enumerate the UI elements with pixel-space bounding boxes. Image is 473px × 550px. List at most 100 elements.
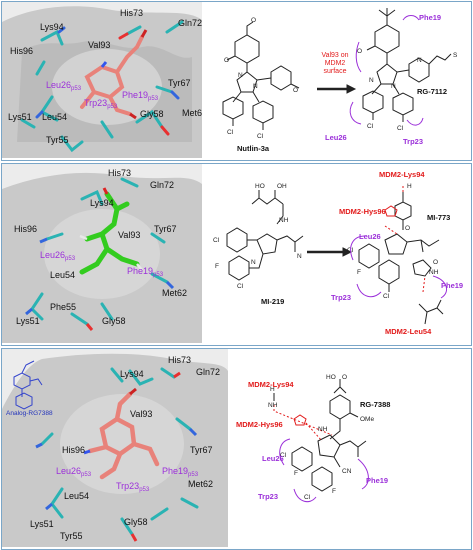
- compound-rg-7112: RG-7112: [417, 87, 447, 96]
- p53-residue-label: Phe19p53: [122, 90, 159, 102]
- svg-text:F: F: [332, 488, 336, 495]
- residue-label: His96: [10, 46, 33, 56]
- residue-label: Lys94: [40, 22, 64, 32]
- svg-text:N: N: [417, 57, 422, 64]
- pocket-label: Trp23: [331, 293, 351, 302]
- svg-text:O: O: [357, 48, 362, 55]
- svg-text:Cl: Cl: [257, 133, 264, 140]
- p53-residue-label: Phe19p53: [127, 266, 164, 278]
- svg-text:OMe: OMe: [360, 416, 374, 423]
- annotation-line: MDM2: [325, 60, 346, 67]
- svg-text:S: S: [453, 52, 458, 59]
- residue-label: Gly58: [124, 517, 148, 527]
- svg-text:Cl: Cl: [227, 129, 234, 136]
- compound-rg-7388: RG-7388: [360, 400, 390, 409]
- residue-label: Lys51: [30, 519, 54, 529]
- svg-text:H: H: [407, 183, 412, 190]
- panel-b-structure: His73 Gln72 Lys94 His96 Val93 Tyr67 Leu5…: [2, 164, 202, 343]
- residue-label: Lys94: [90, 198, 114, 208]
- svg-text:N: N: [391, 83, 396, 90]
- svg-text:O: O: [405, 225, 410, 232]
- svg-text:Cl: Cl: [280, 452, 287, 459]
- residue-label: Leu54: [42, 112, 67, 122]
- p53-residue-label: Leu26p53: [56, 466, 92, 478]
- svg-text:NH: NH: [279, 217, 289, 224]
- svg-text:CN: CN: [342, 468, 352, 475]
- svg-text:F: F: [294, 470, 298, 477]
- annotation-line: surface: [324, 68, 347, 75]
- mdm2-label: MDM2-Lys94: [248, 380, 294, 389]
- residue-label: Gly58: [102, 316, 126, 326]
- pocket-label: Phe19: [366, 476, 388, 485]
- compound-mi-773: MI-773: [427, 213, 450, 222]
- residue-label: Met62: [162, 288, 187, 298]
- svg-text:Cl: Cl: [213, 237, 220, 244]
- svg-text:O: O: [433, 259, 438, 266]
- svg-text:HO: HO: [255, 183, 265, 190]
- mdm2-label: MDM2-Lys94: [379, 170, 425, 179]
- panel-c: C. Analog-RG7388 Lys94 His73 Gln72 Val93…: [1, 348, 472, 550]
- pocket-label: Leu26: [359, 232, 381, 241]
- svg-text:N: N: [251, 259, 256, 266]
- p53-residue-label: Trp23p53: [116, 481, 150, 493]
- svg-text:Cl: Cl: [237, 283, 244, 290]
- residue-label: Lys51: [8, 112, 32, 122]
- residue-label: Tyr67: [154, 224, 177, 234]
- mdm2-label: MDM2-Leu54: [385, 327, 432, 336]
- residue-label: Leu54: [50, 270, 75, 280]
- mdm2-label: MDM2-Hys96: [236, 420, 283, 429]
- residue-label: His96: [14, 224, 37, 234]
- residue-label: Tyr55: [60, 531, 83, 541]
- svg-text:Cl: Cl: [383, 293, 390, 300]
- residue-label: Val93: [88, 40, 110, 50]
- residue-label: Phe55: [50, 302, 76, 312]
- pocket-label: Phe19: [441, 281, 463, 290]
- svg-text:Cl: Cl: [397, 125, 404, 132]
- residue-label: Met62: [188, 479, 213, 489]
- residue-label: Gln72: [178, 18, 202, 28]
- residue-label: Tyr67: [168, 78, 191, 88]
- residue-label: Lys94: [120, 369, 144, 379]
- svg-text:N: N: [297, 253, 302, 260]
- analog-rg7388-label: Analog-RG7388: [6, 410, 53, 417]
- residue-label: Tyr55: [46, 135, 69, 145]
- pocket-label: Phe19: [419, 13, 441, 22]
- svg-text:Cl: Cl: [304, 494, 311, 501]
- panel-c-structure: Analog-RG7388 Lys94 His73 Gln72 Val93 Hi…: [2, 349, 228, 547]
- panel-a: A. Lys94 His73 Gln72 His96 Val93 Tyr67 L…: [1, 1, 472, 161]
- svg-text:O: O: [224, 57, 229, 64]
- pocket-label: Trp23: [258, 492, 278, 501]
- residue-label: Val93: [118, 230, 140, 240]
- residue-label: His73: [168, 355, 191, 365]
- svg-text:F: F: [357, 269, 361, 276]
- svg-text:N: N: [369, 77, 374, 84]
- compound-nutlin-3a: Nutlin-3a: [237, 144, 270, 153]
- p53-residue-label: Leu26p53: [46, 80, 82, 92]
- residue-label: Met62: [182, 108, 202, 118]
- compound-mi-219: MI-219: [261, 297, 284, 306]
- svg-text:O: O: [293, 87, 298, 94]
- residue-label: Gly58: [140, 109, 164, 119]
- residue-label: His73: [120, 8, 143, 18]
- p53-residue-label: Trp23p53: [84, 98, 118, 110]
- p53-residue-label: Phe19p53: [162, 466, 199, 478]
- svg-text:NH: NH: [268, 402, 278, 409]
- mdm2-label: MDM2-Hys96: [339, 207, 386, 216]
- svg-text:OH: OH: [277, 183, 287, 190]
- svg-text:O: O: [251, 17, 256, 24]
- annotation-line: Val93 on: [321, 52, 348, 59]
- svg-text:H: H: [270, 386, 275, 393]
- pocket-label: Trp23: [403, 137, 423, 146]
- pocket-label: Leu26: [262, 454, 284, 463]
- svg-text:Cl: Cl: [367, 123, 374, 130]
- residue-label: Tyr67: [190, 445, 213, 455]
- svg-text:N: N: [238, 72, 243, 79]
- svg-text:N: N: [253, 83, 258, 90]
- svg-text:NH: NH: [318, 426, 328, 433]
- residue-label: His73: [108, 168, 131, 178]
- residue-label: Gln72: [196, 367, 220, 377]
- p53-residue-label: Leu26p53: [40, 250, 76, 262]
